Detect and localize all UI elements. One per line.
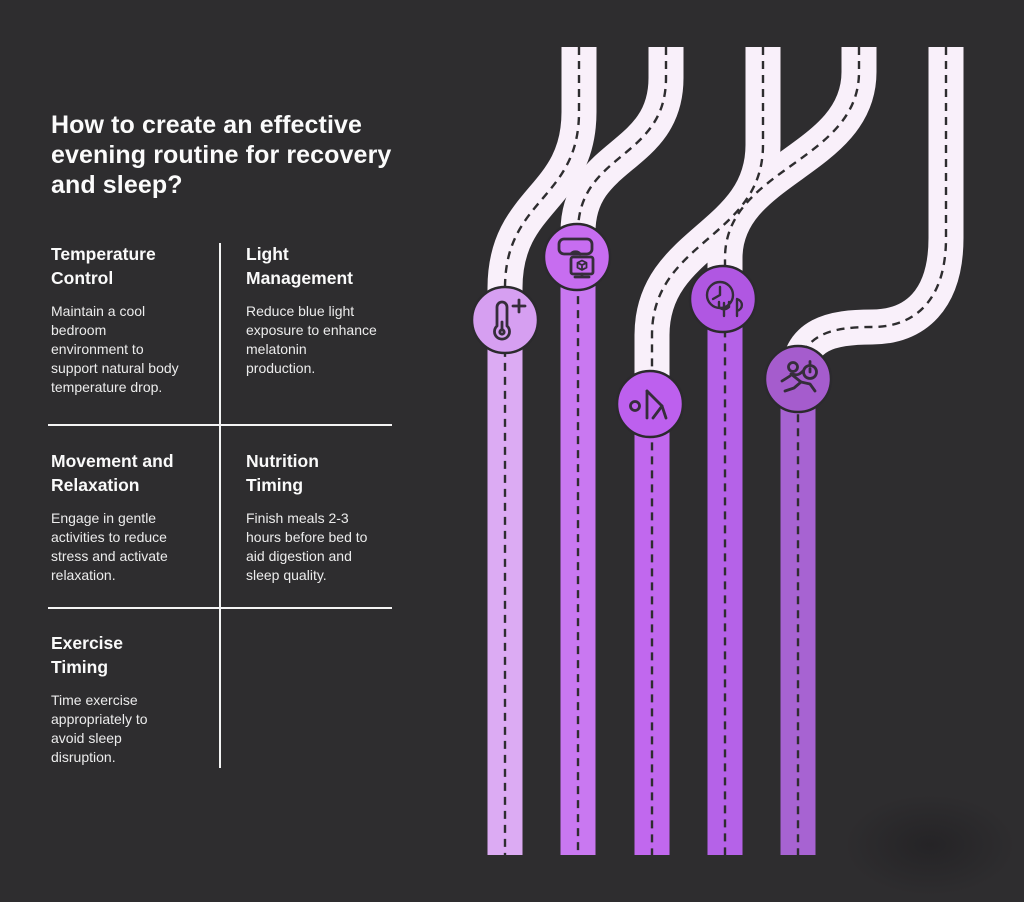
dash-line — [650, 47, 765, 855]
section-heading: Nutrition Timing — [246, 451, 319, 495]
road-dashes — [503, 47, 948, 855]
horizontal-divider-1 — [48, 424, 392, 426]
horizontal-divider-2 — [48, 607, 392, 609]
stretching-person-icon — [629, 389, 668, 420]
section-heading: Movement and Relaxation — [51, 451, 174, 495]
section-exercise-timing: Exercise Timing Time exercise appropriat… — [51, 631, 216, 767]
dash-line — [723, 47, 861, 855]
section-light-management: Light Management Reduce blue light expos… — [246, 242, 396, 378]
badge-nutrition — [688, 264, 758, 334]
section-body: Time exercise appropriately to avoid sle… — [51, 692, 148, 765]
dash-line — [796, 47, 948, 855]
section-body: Engage in gentle activities to reduce st… — [51, 510, 168, 583]
section-body: Finish meals 2-3 hours before bed to aid… — [246, 510, 368, 583]
corner-shadow — [820, 780, 1024, 902]
section-movement-relaxation: Movement and Relaxation Engage in gentle… — [51, 449, 216, 585]
section-body: Maintain a cool bedroom environment to s… — [51, 303, 179, 395]
section-nutrition-timing: Nutrition Timing Finish meals 2-3 hours … — [246, 449, 396, 585]
clock-fork-knife-icon — [705, 280, 744, 318]
badge-movement — [615, 369, 685, 439]
vr-headset-icon — [557, 237, 595, 279]
runner-stopwatch-icon — [780, 360, 818, 393]
section-heading: Light Management — [246, 244, 353, 288]
section-body: Reduce blue light exposure to enhance me… — [246, 303, 377, 376]
page-title: How to create an effective evening routi… — [51, 111, 392, 199]
badge-icons — [493, 237, 818, 420]
section-heading: Exercise Timing — [51, 633, 124, 677]
dash-line — [503, 47, 581, 855]
thermometer-plus-icon — [493, 298, 527, 341]
section-heading: Temperature Control — [51, 244, 156, 288]
dash-line — [576, 47, 668, 855]
badge-temperature — [470, 285, 540, 355]
section-temperature-control: Temperature Control Maintain a cool bedr… — [51, 242, 216, 397]
vertical-divider — [219, 243, 221, 768]
